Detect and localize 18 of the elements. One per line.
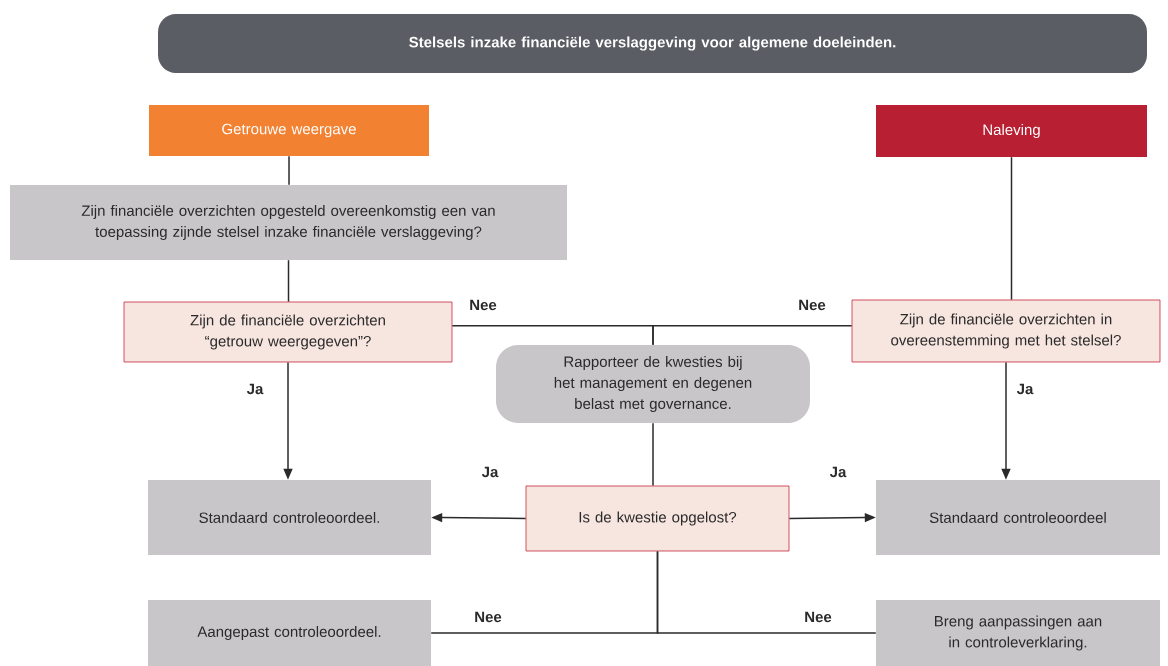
outcome-box: Standaard controleoordeel. (148, 480, 431, 555)
connector-line (287, 259, 290, 303)
decision-box: Zijn de financiële overzichten in overeenstemming met het stelsel? (851, 299, 1161, 363)
outcome-box: Breng aanpassingen aan in controleverklaring. (876, 600, 1160, 666)
decision-box: Is de kwestie opgelost? (525, 485, 790, 552)
title-banner: Stelsels inzake financiële verslaggeving voor algemene doeleinden. (158, 14, 1147, 73)
connector-line (652, 422, 654, 487)
outcome-box: Aangepast controleoordeel. (148, 600, 431, 666)
header-box: Naleving (876, 105, 1147, 157)
header-box: Getrouwe weergave (149, 105, 429, 156)
connector-line (656, 550, 877, 634)
outcome-box: Standaard controleoordeel (876, 480, 1160, 555)
connector-line (288, 155, 290, 186)
decision-box: Zijn de financiële overzichten “getrouw weergegeven”? (123, 301, 453, 363)
connector-line (1010, 156, 1013, 301)
action-box: Rapporteer de kwesties bij het management en degenen belast met governance. (496, 345, 810, 423)
question-box: Zijn financiële overzichten opgesteld overeenkomstig een van toepassing zijnde stelsel inzake financiële verslaggeving? (10, 185, 567, 260)
connector-line (652, 325, 853, 346)
